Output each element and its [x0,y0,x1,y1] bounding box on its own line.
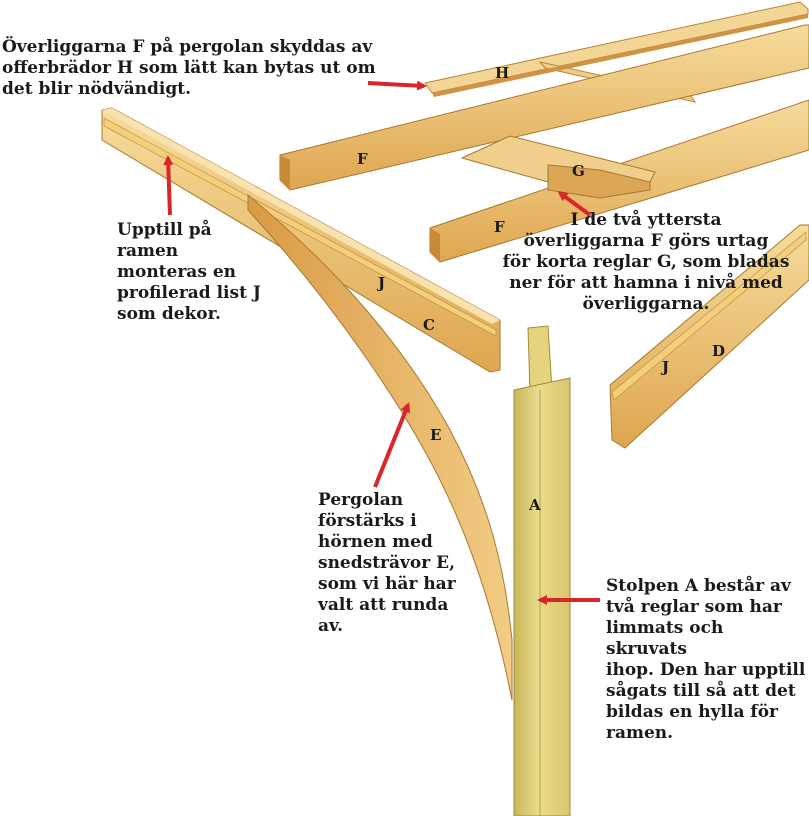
label-j-right: J [660,358,669,376]
brace-e [247,193,513,701]
label-h: H [495,64,509,82]
label-g: G [572,162,585,180]
label-e: E [430,426,441,444]
arrows [163,80,600,605]
label-d: D [712,342,725,360]
label-j-left: J [376,274,385,292]
arrow-j [163,155,174,216]
label-f-upper: F [357,150,368,168]
callout-e: Pergolan förstärks i hörnen med snedsträ… [318,490,456,636]
frame-c-left [101,107,501,373]
callout-h: Överliggarna F på pergolan skyddas av of… [2,37,376,99]
frame-d-right [609,224,809,449]
rail-g [460,135,656,199]
callout-j: Upptill på ramen monteras en profilerad … [117,220,261,324]
arrow-h [367,80,427,91]
label-a: A [528,496,541,514]
beam-f-upper [279,24,809,191]
callout-a: Stolpen A består av två reglar som har l… [606,576,806,743]
callout-g: I de två yttersta överliggarna F görs ur… [502,210,790,314]
arrow-e [373,402,411,488]
arrow-g [557,191,592,217]
label-c: C [423,316,435,334]
post-a [513,325,571,816]
label-f-lower: F [494,218,505,236]
